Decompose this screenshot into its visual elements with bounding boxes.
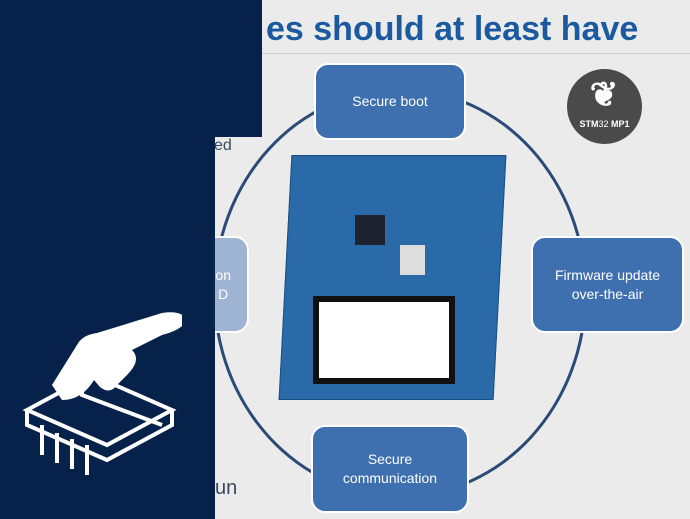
slide-title: es should at least have: [266, 10, 639, 48]
partial-text: ed: [214, 137, 232, 154]
node-label: communication: [342, 470, 438, 486]
node-label: D: [218, 285, 229, 302]
node-label: on: [215, 266, 231, 283]
node-label: Secure boot: [352, 93, 428, 110]
title-divider: [262, 53, 690, 54]
board-screen: [313, 296, 455, 384]
node-label: Firmware update: [554, 266, 661, 283]
partial-text: un: [215, 477, 238, 499]
node-label: over-the-air: [571, 285, 644, 302]
navy-overlay-panel: [0, 0, 262, 137]
node-label: Secure: [367, 451, 413, 468]
hand-touching-board-icon: [22, 312, 182, 475]
logo-text: MP1: [608, 119, 630, 129]
logo-text: STM: [579, 119, 599, 129]
node-secure-boot: Secure boot: [314, 63, 466, 140]
node-secure-communication: Secure communication: [311, 425, 469, 513]
board-label: [400, 245, 425, 275]
node-firmware-update: Firmware update over-the-air: [531, 236, 684, 333]
logo-text: 32: [598, 119, 609, 129]
board-chip: [355, 215, 385, 245]
butterfly-logo-icon: ❦: [589, 76, 619, 114]
stm32mp1-logo: ❦ STM32 MP1: [567, 69, 642, 144]
